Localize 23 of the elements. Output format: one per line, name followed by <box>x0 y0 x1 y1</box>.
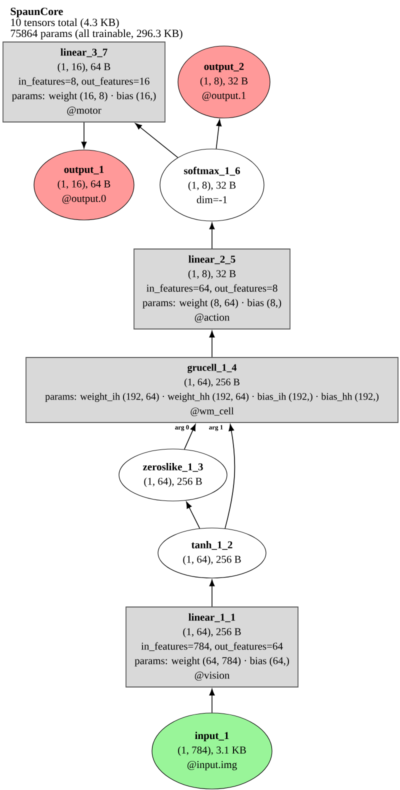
ellipse-node: softmax_1_6 (1, 8), 32 B dim=-1 <box>160 148 264 222</box>
arrow <box>224 424 236 529</box>
arrow <box>209 222 215 249</box>
arrow <box>186 502 200 529</box>
box-node: linear_3_7 (1, 16), 64 B in_features=8, out_features=16 params: weight (16, 8) · bias (16,) @motor <box>2 42 166 122</box>
ellipse-node: output_2 (1, 8), 32 B @output.1 <box>178 46 270 118</box>
summary-text: 10 tensors total (4.3 KB) <box>11 18 119 28</box>
arrow <box>209 330 215 358</box>
title: SpaunCore <box>10 8 63 18</box>
arrow <box>184 424 196 450</box>
ellipse-node: zeroslike_1_3 (1, 64), 256 B <box>118 448 228 502</box>
arrow <box>209 580 215 607</box>
box-node: linear_1_1 (1, 64), 256 B in_features=784, out_features=64 params: weight (64, 784) · bias (64,) @vision <box>126 606 298 688</box>
box-node: grucell_1_4 (1, 64), 256 B params: weight_ih (192, 64) · weight_hh (192, 64) · bias_ih (192,) · bias_hh (192,) @wm_cell <box>26 357 398 423</box>
box-node: linear_2_5 (1, 8), 32 B in_features=64, out_features=8 params: weight (8, 64) · bias (8,) @action <box>134 248 290 330</box>
ellipse-node: tanh_1_2 (1, 64), 256 B <box>158 528 266 578</box>
arrow <box>81 122 87 148</box>
arrow <box>135 123 178 158</box>
ellipse-node: input_1 (1, 784), 3.1 KB @input.img <box>152 712 272 790</box>
arrow <box>216 119 222 150</box>
arrow <box>209 688 215 714</box>
ellipse-node: output_1 (1, 16), 64 B @output.0 <box>34 150 134 220</box>
summary-text: 75864 params (all trainable, 296.3 KB) <box>10 29 182 40</box>
